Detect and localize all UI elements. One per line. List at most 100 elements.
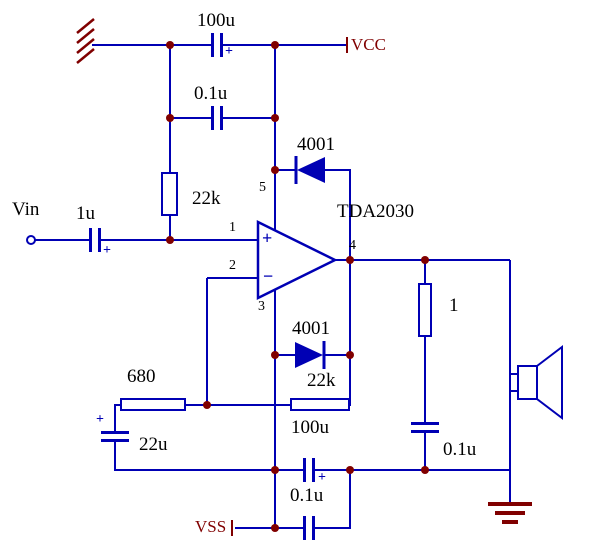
junction-dot [166,236,174,244]
capacitor-plate [312,516,315,540]
wire [114,404,116,432]
capacitor-plate [220,33,223,57]
wire [315,469,511,471]
pin-3-label: 3 [258,299,265,314]
junction-dot [271,524,279,532]
capacitor-plate [101,431,129,434]
wire [206,278,208,406]
wire [325,169,351,171]
cap-100u-vss-label: 100u [291,417,329,438]
pin-2-label: 2 [229,258,236,273]
capacitor-plate [89,228,92,252]
wire [323,354,351,356]
wire [114,469,305,471]
capacitor-plate [98,228,101,252]
ic-name-label: TDA2030 [337,201,415,222]
wire [114,441,116,470]
vss-terminal [231,520,233,536]
capacitor-plate [220,106,223,130]
wire [207,277,258,279]
capacitor-plate [411,430,439,433]
polarity-mark: + [225,44,233,59]
wire [510,390,519,392]
wire [274,354,296,356]
diode-vss-label: 4001 [292,318,330,339]
wire [169,117,213,119]
junction-dot [346,351,354,359]
vss-label: VSS [195,517,227,536]
wire [349,470,351,529]
junction-dot [271,166,279,174]
cap-01u-vcc-label: 0.1u [194,83,228,104]
wire [114,404,121,406]
capacitor-plate [211,33,214,57]
opamp-triangle [256,219,338,301]
diode-to-vss-icon [295,341,326,369]
junction-dot [271,41,279,49]
diode-to-vcc-icon [294,156,325,184]
cap-22u-label: 22u [139,434,168,455]
capacitor-plate [411,422,439,425]
cap-01u-vss-label: 0.1u [290,485,324,506]
junction-dot [166,41,174,49]
wire [235,527,305,529]
junction-dot [346,466,354,474]
pin-4-label: 4 [349,238,356,253]
capacitor-plate [303,458,306,482]
wire [223,117,276,119]
cap-100u-vcc-label: 100u [197,10,235,31]
chassis-ground-icon [76,18,95,64]
capacitor-plate [211,106,214,130]
wire [223,44,347,46]
res-1-zobel-label: 1 [449,295,459,316]
wire [315,527,351,529]
junction-dot [346,256,354,264]
wire [169,45,171,173]
speaker-icon [517,344,563,421]
resistor-22k-feedback [290,398,350,411]
diode-vcc-label: 4001 [297,134,335,155]
polarity-mark: + [318,470,326,485]
resistor-680-feedback [120,398,186,411]
wire [274,289,276,529]
wire [424,336,426,424]
cap-01u-zobel-label: 0.1u [443,439,477,460]
res-22k-feedback-label: 22k [307,370,336,391]
wire [169,215,171,240]
pin-1-label: 1 [229,220,236,235]
wire [35,239,91,241]
wire [101,239,258,241]
junction-dot [203,401,211,409]
wire [349,170,351,406]
wire [92,44,213,46]
polarity-mark: + [96,412,104,427]
capacitor-plate [101,439,129,442]
junction-dot [271,351,279,359]
wire [424,260,426,284]
junction-dot [271,466,279,474]
vcc-label: VCC [351,35,386,54]
capacitor-plate [303,516,306,540]
input-label: Vin [12,199,40,220]
junction-dot [421,466,429,474]
wire [274,45,276,231]
input-terminal-circle [26,235,36,245]
opamp-plus-input: + [262,228,273,248]
wire [424,432,426,470]
capacitor-plate [312,458,315,482]
junction-dot [166,114,174,122]
opamp-minus-input: − [263,266,274,286]
vcc-terminal [346,37,348,53]
resistor-22k-bias [161,172,178,216]
junction-dot [271,114,279,122]
earth-ground-icon [488,502,532,524]
res-680-label: 680 [127,366,156,387]
polarity-mark: + [103,243,111,258]
wire [274,169,297,171]
wire [509,260,511,504]
wire [186,404,208,406]
junction-dot [421,256,429,264]
resistor-1-zobel [418,283,432,337]
